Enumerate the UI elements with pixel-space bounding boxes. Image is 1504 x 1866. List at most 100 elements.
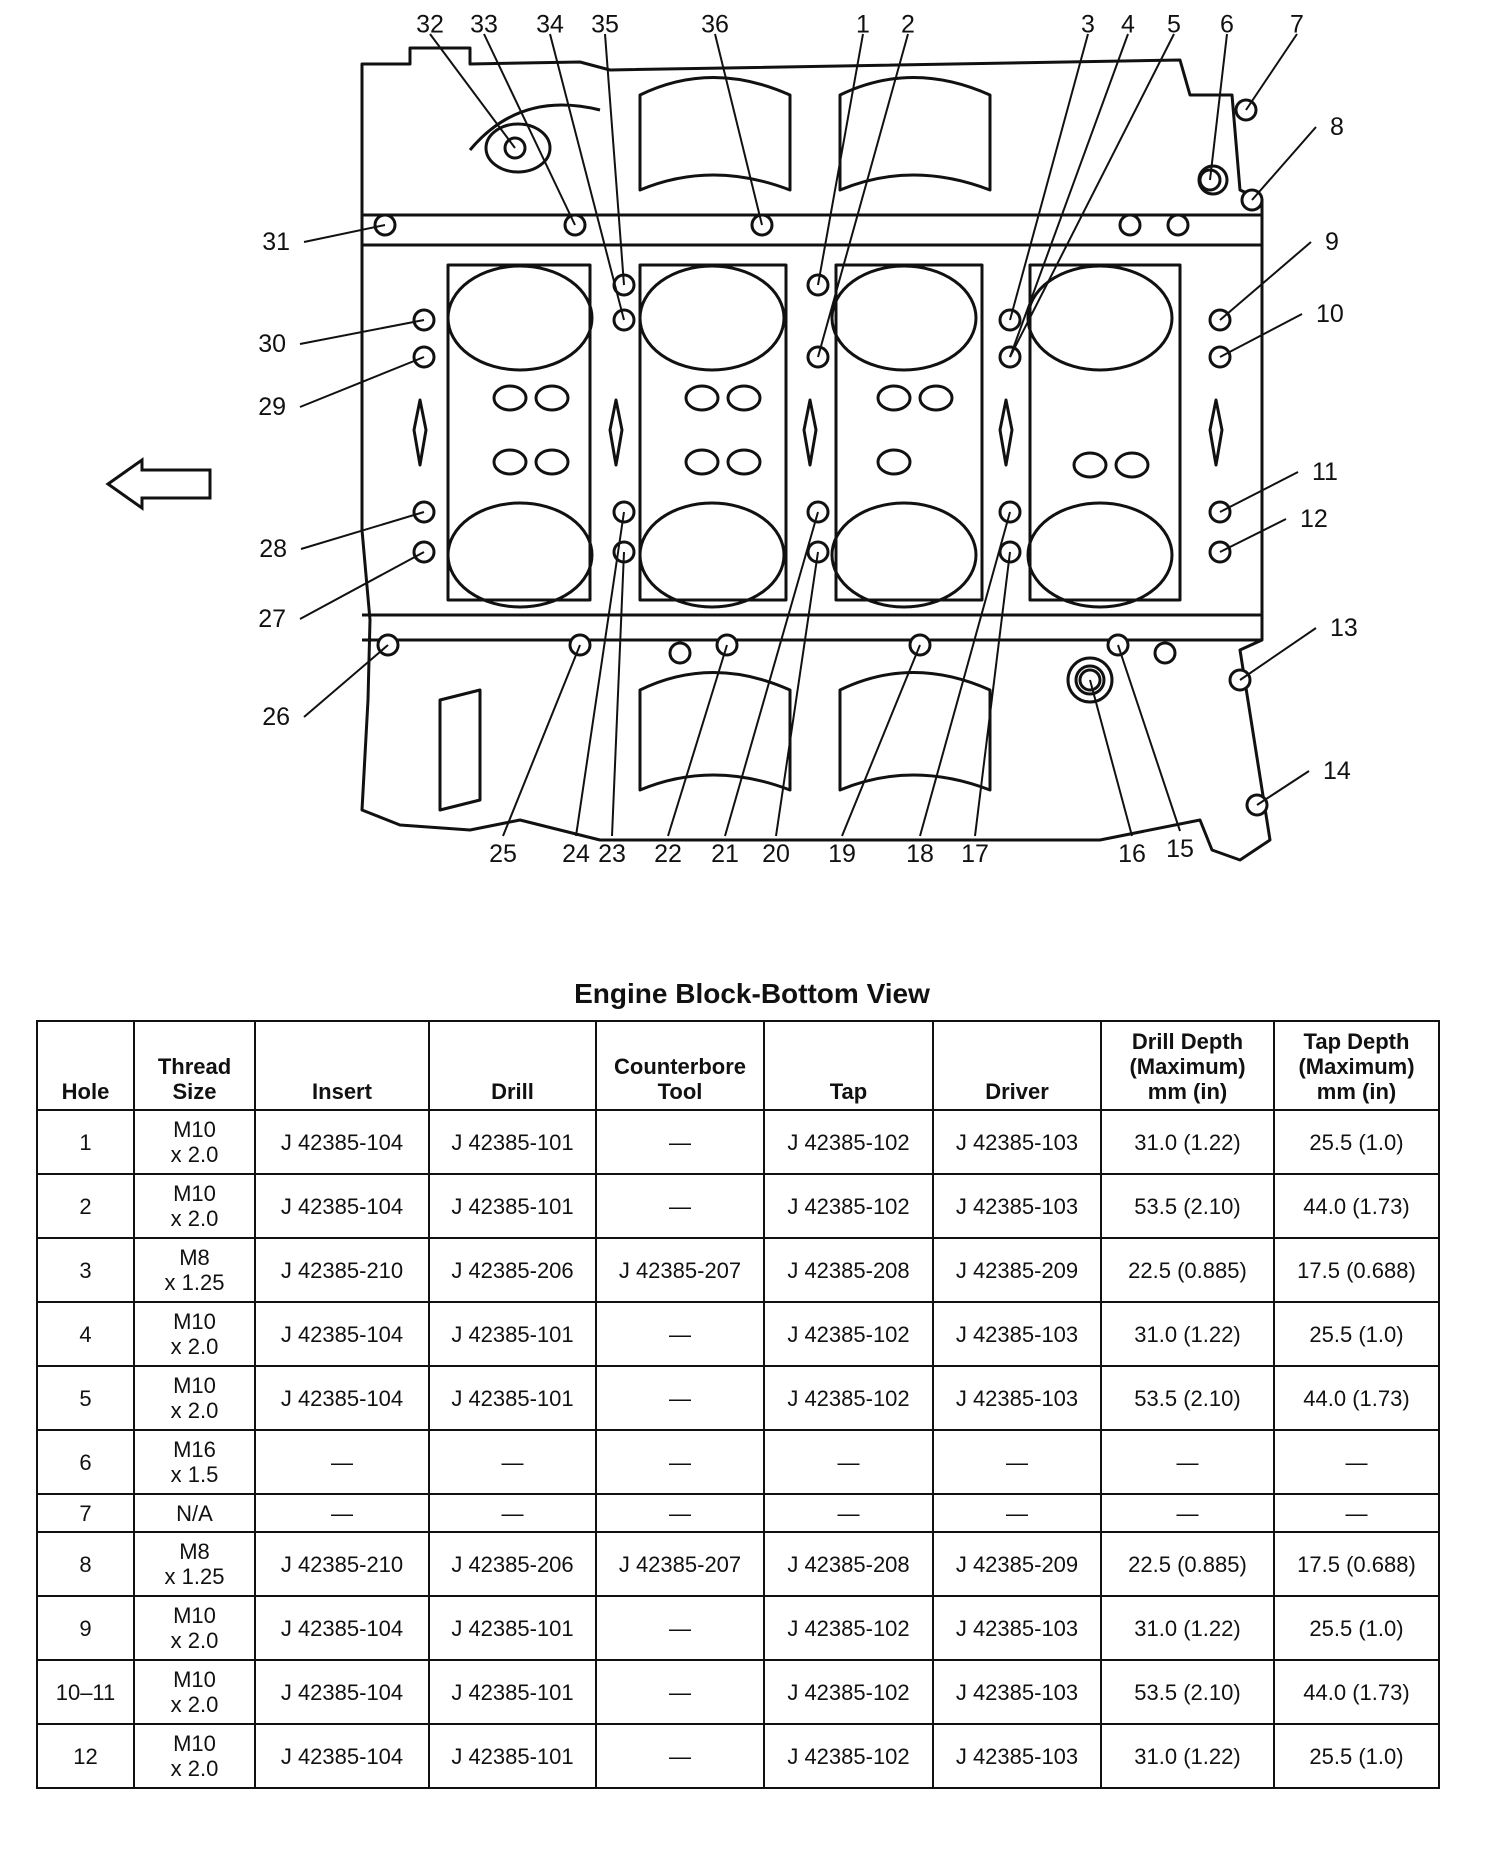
hole-cell: 3 [36,1237,135,1303]
callout-number: 22 [654,840,682,868]
callout-leader-line [1209,33,1228,181]
hole-cell: 5 [36,1365,135,1431]
thread-size-line: x 1.25 [164,1270,225,1295]
callout-leader-line [1009,33,1089,321]
callout-number: 23 [598,840,626,868]
thread-size-line: x 2.0 [170,1142,219,1167]
drill-depth-cell: 53.5 (2.10) [1100,1659,1275,1725]
hole-cell: 9 [36,1595,135,1661]
callout-number: 16 [1118,840,1146,868]
drill-cell: J 42385-101 [428,1301,597,1367]
callout-leader-line [303,224,386,243]
driver-cell: J 42385-103 [932,1365,1102,1431]
callout-number: 11 [1312,458,1338,486]
column-header: Tap [763,1020,934,1111]
callout-number: 34 [536,11,564,39]
tap-depth-cell: 25.5 (1.0) [1273,1723,1440,1789]
callout-leader-line [817,33,864,286]
counterbore-cell: — [595,1173,765,1239]
callout-leader-line [1009,33,1129,358]
callout-number: 17 [961,840,989,868]
insert-cell: J 42385-104 [254,1301,430,1367]
tap-cell: J 42385-208 [763,1531,934,1597]
callout-number: 2 [901,11,915,39]
callout-number: 27 [258,605,286,633]
callout-leader-line [1219,471,1299,513]
thread-size-line: x 1.25 [164,1564,225,1589]
callout-leader-line [974,551,1011,837]
insert-cell: J 42385-210 [254,1531,430,1597]
counterbore-cell: — [595,1429,765,1495]
drill-depth-cell: 31.0 (1.22) [1100,1109,1275,1175]
insert-cell: J 42385-104 [254,1173,430,1239]
thread-size-line: x 2.0 [170,1398,219,1423]
insert-cell: J 42385-104 [254,1365,430,1431]
counterbore-cell: — [595,1493,765,1533]
driver-cell: J 42385-103 [932,1659,1102,1725]
callout-leader-line [1117,644,1181,832]
callout-leader-line [549,33,625,321]
counterbore-cell: — [595,1659,765,1725]
callout-number: 14 [1323,757,1351,785]
column-header-line: Insert [312,1079,372,1104]
thread-size-line: M8 [179,1245,210,1270]
drill-cell: J 42385-101 [428,1365,597,1431]
thread-size-line: M10 [173,1667,216,1692]
driver-cell: J 42385-103 [932,1723,1102,1789]
tap-cell: J 42385-102 [763,1301,934,1367]
callout-number: 35 [591,11,619,39]
callout-number: 18 [906,840,934,868]
insert-cell: J 42385-104 [254,1109,430,1175]
thread-size-line: x 1.5 [170,1462,219,1487]
callout-leader-line [775,551,819,837]
column-header-line: (Maximum) [1298,1054,1415,1079]
callout-number: 1 [856,11,870,39]
callout-leader-line [1219,241,1312,321]
callout-leaders [299,33,1317,837]
tap-cell: J 42385-208 [763,1237,934,1303]
drill-depth-cell: 53.5 (2.10) [1100,1173,1275,1239]
tap-cell: J 42385-102 [763,1365,934,1431]
callout-number: 32 [416,11,444,39]
drill-cell: J 42385-206 [428,1531,597,1597]
drill-cell: J 42385-101 [428,1595,597,1661]
column-header-line: Tap [829,1079,868,1104]
driver-cell: J 42385-209 [932,1237,1102,1303]
driver-cell: — [932,1429,1102,1495]
tap-depth-cell: 25.5 (1.0) [1273,1301,1440,1367]
column-header-line: Driver [985,1079,1049,1104]
insert-cell: J 42385-104 [254,1723,430,1789]
callout-number: 29 [258,393,286,421]
drill-depth-cell: — [1100,1493,1275,1533]
bolt-hole-markers [373,98,1269,817]
thread-size-line: x 2.0 [170,1206,219,1231]
callout-number: 12 [1300,505,1328,533]
callout-leader-line [841,644,921,837]
driver-cell: J 42385-103 [932,1109,1102,1175]
callout-number: 21 [711,840,739,868]
drill-cell: J 42385-101 [428,1659,597,1725]
thread-size-line: x 2.0 [170,1334,219,1359]
hole-cell: 4 [36,1301,135,1367]
drill-depth-cell: 22.5 (0.885) [1100,1237,1275,1303]
thread-size-line: x 2.0 [170,1628,219,1653]
callout-leader-line [1256,770,1310,806]
counterbore-cell: — [595,1365,765,1431]
callout-number: 30 [258,330,286,358]
hole-cell: 2 [36,1173,135,1239]
callout-number: 5 [1167,11,1181,39]
callout-leader-line [1245,33,1298,111]
callout-leader-line [1239,627,1317,681]
bolt-hole-marker [412,500,436,524]
